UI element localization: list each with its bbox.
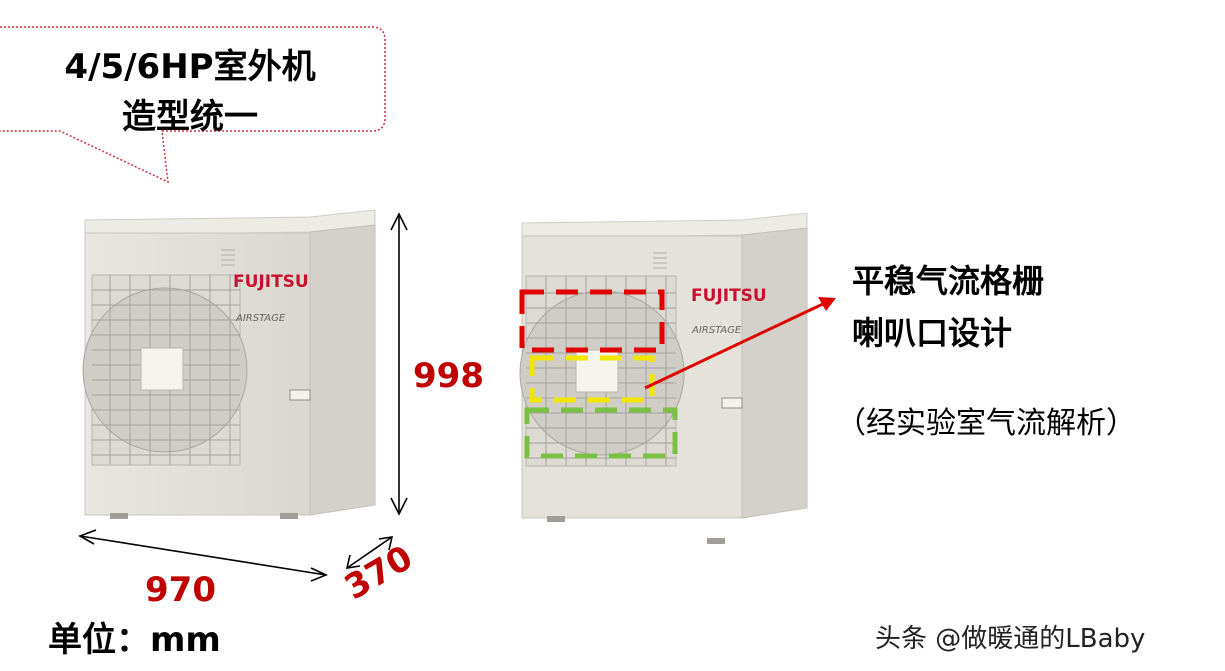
watermark: 头条 @做暖通的LBaby [875,624,1146,654]
outdoor-unit-left [82,209,376,519]
callout-text: 4/5/6HP室外机 造型统一 [20,42,360,142]
width-value: 970 [145,570,216,610]
series-logo-left: AIRSTAGE [236,313,286,324]
height-value: 998 [413,356,484,396]
height-dimension-arrow [390,212,408,516]
feature-text: 平稳气流格栅 喇叭口设计 [852,255,1044,359]
series-logo-right: AIRSTAGE [692,325,742,336]
feature-line-1: 平稳气流格栅 [852,262,1045,300]
depth-dimension-arrow [345,536,394,569]
callout-bubble [0,26,386,184]
grille-highlight-red [519,289,665,353]
analysis-note: （经实验室气流解析） [836,406,1136,441]
callout-line-1: 4/5/6HP室外机 [64,47,316,87]
callout-line-2: 造型统一 [122,97,258,137]
width-dimension-arrow [78,529,329,582]
feature-arrow-head [818,297,836,311]
feature-arrow [644,301,826,390]
unit-label: 单位：mm [48,620,221,660]
brand-logo-right: FUJITSU [691,286,767,306]
outdoor-unit-right [519,212,808,544]
feature-line-2: 喇叭口设计 [852,314,1013,352]
brand-logo-left: FUJITSU [233,272,309,292]
grille-highlight-yellow [529,355,655,403]
grille-highlight-green [524,407,678,459]
